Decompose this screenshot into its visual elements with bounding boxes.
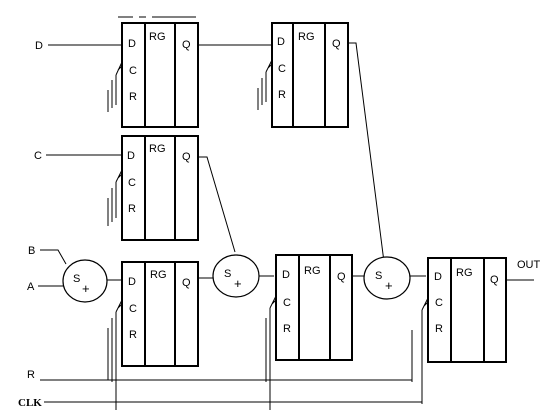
adder-s2: S + bbox=[212, 254, 260, 298]
register-d-pin: D bbox=[127, 150, 135, 162]
adder-s-label: S bbox=[224, 268, 231, 280]
register-name: RG bbox=[149, 31, 166, 43]
register-rg7: D C R RG Q bbox=[427, 257, 507, 363]
register-c-pin: C bbox=[278, 63, 286, 75]
adder-s-label: S bbox=[375, 270, 382, 282]
register-name: RG bbox=[304, 265, 321, 277]
register-c-pin: C bbox=[128, 177, 136, 189]
register-d-pin: D bbox=[277, 36, 285, 48]
register-r-pin: R bbox=[278, 89, 286, 101]
register-r-pin: R bbox=[129, 329, 137, 341]
register-name: RG bbox=[149, 143, 166, 155]
register-q-pin: Q bbox=[182, 151, 191, 163]
adder-plus-label: + bbox=[234, 276, 242, 291]
register-r-pin: R bbox=[128, 203, 136, 215]
register-q-pin: Q bbox=[182, 277, 191, 289]
register-r-pin: R bbox=[435, 323, 443, 335]
adder-s3: S + bbox=[363, 256, 411, 300]
register-d-pin: D bbox=[128, 38, 136, 50]
register-q-pin: Q bbox=[337, 271, 346, 283]
register-c-pin: C bbox=[129, 303, 137, 315]
register-c-pin: C bbox=[435, 297, 443, 309]
register-d-pin: D bbox=[128, 276, 136, 288]
input-clk-label: CLK bbox=[18, 397, 42, 409]
register-q-pin: Q bbox=[182, 39, 191, 51]
adder-plus-label: + bbox=[385, 278, 393, 293]
register-c-pin: C bbox=[283, 297, 291, 309]
register-c-pin: C bbox=[129, 65, 137, 77]
register-r-pin: R bbox=[283, 323, 291, 335]
input-d-label: D bbox=[35, 40, 43, 52]
register-rg6: D C R RG Q bbox=[275, 254, 353, 361]
input-c-label: C bbox=[34, 150, 42, 162]
register-rg1: D C R RG Q bbox=[121, 22, 199, 128]
register-d-pin: D bbox=[282, 269, 290, 281]
input-a-label: A bbox=[27, 281, 35, 293]
register-d-pin: D bbox=[434, 271, 442, 283]
register-rg4: D C R RG Q bbox=[121, 135, 199, 241]
adder-s1: S + bbox=[62, 259, 108, 303]
wiring bbox=[38, 16, 534, 410]
input-b-label: B bbox=[28, 245, 35, 257]
register-name: RG bbox=[456, 267, 473, 279]
output-label: OUT bbox=[517, 259, 541, 271]
register-name: RG bbox=[298, 31, 315, 43]
register-q-pin: Q bbox=[490, 274, 499, 286]
register-r-pin: R bbox=[129, 91, 137, 103]
register-rg2: D C R RG Q bbox=[271, 22, 349, 128]
adder-plus-label: + bbox=[82, 281, 90, 296]
register-rg5: D C R RG Q bbox=[121, 261, 199, 367]
register-q-pin: Q bbox=[332, 38, 341, 50]
adder-s-label: S bbox=[73, 273, 80, 285]
input-r-label: R bbox=[27, 369, 35, 381]
register-name: RG bbox=[150, 269, 167, 281]
